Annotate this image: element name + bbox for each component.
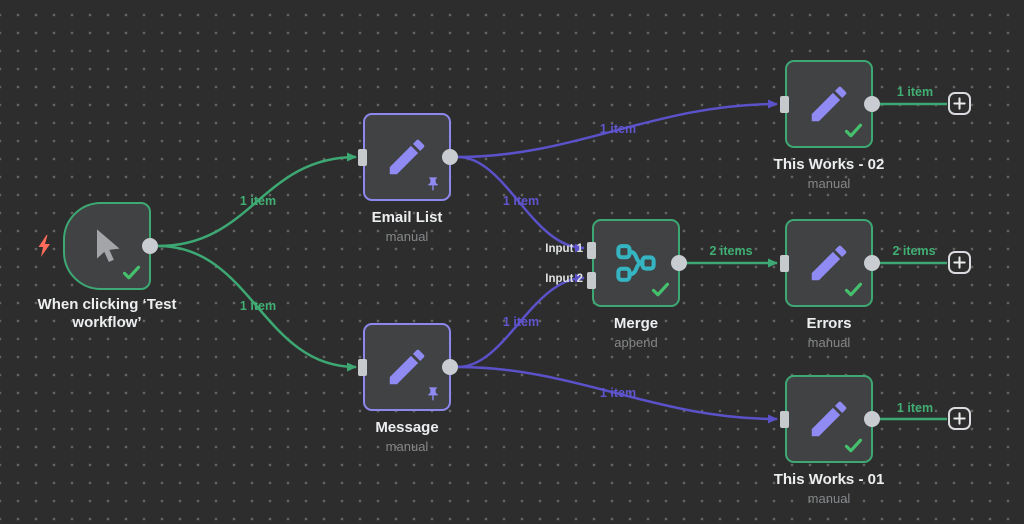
node-label: Merge: [613, 315, 659, 332]
pencil-icon: [389, 349, 425, 385]
node-label: When clicking ‘Test workflow’: [37, 296, 177, 331]
success-check-icon: [844, 438, 863, 453]
input-connector-2[interactable]: [587, 272, 596, 289]
success-check-icon: [651, 282, 670, 297]
plus-icon: [953, 412, 966, 425]
node-errors[interactable]: Errors manual: [780, 219, 880, 350]
node-label: Errors: [806, 315, 852, 332]
input-port-label-1: Input 1: [545, 243, 583, 255]
add-node-button[interactable]: [948, 251, 971, 274]
pencil-icon: [811, 245, 847, 281]
output-connector[interactable]: [671, 255, 687, 271]
success-check-icon: [122, 265, 141, 280]
add-node-button[interactable]: [948, 407, 971, 430]
output-connector[interactable]: [864, 255, 880, 271]
output-connector[interactable]: [864, 96, 880, 112]
input-connector[interactable]: [780, 254, 789, 272]
output-connector[interactable]: [142, 238, 158, 254]
node-label: This Works - 01: [773, 471, 885, 488]
node-sublabel: manual: [807, 335, 851, 350]
pin-icon: [428, 387, 438, 401]
node-sublabel: manual: [385, 439, 429, 454]
connection-trigger-to-email-list[interactable]: [157, 152, 357, 248]
connection-trigger-to-message[interactable]: [157, 244, 357, 372]
lightning-bolt-icon: [38, 235, 50, 257]
node-label: Message: [375, 419, 439, 436]
output-connector[interactable]: [864, 411, 880, 427]
node-this-works-01[interactable]: This Works - 01 manual: [774, 375, 884, 506]
node-label: This Works - 02: [773, 156, 885, 173]
connection-email-list-to-merge-input1[interactable]: [457, 155, 585, 253]
plus-icon: [953, 97, 966, 110]
cursor-icon: [97, 229, 120, 262]
node-sublabel: manual: [807, 176, 851, 191]
output-connector[interactable]: [442, 359, 458, 375]
merge-icon: [616, 244, 656, 282]
add-node-button[interactable]: [948, 92, 971, 115]
connection-email-list-to-this-works-02[interactable]: [457, 99, 778, 159]
success-check-icon: [844, 282, 863, 297]
pencil-icon: [811, 401, 847, 437]
node-sublabel: append: [614, 335, 658, 350]
node-message[interactable]: Message manual: [358, 323, 458, 454]
node-label: Email List: [371, 209, 443, 226]
pencil-icon: [811, 86, 847, 122]
pencil-icon: [389, 139, 425, 175]
node-this-works-02[interactable]: This Works - 02 manual: [774, 60, 884, 191]
success-check-icon: [844, 123, 863, 138]
node-sublabel: manual: [385, 229, 429, 244]
node-sublabel: manual: [807, 491, 851, 506]
connection-message-to-merge-input2[interactable]: [457, 273, 585, 369]
node-email-list[interactable]: Email List manual: [358, 113, 458, 244]
input-port-label-2: Input 2: [545, 273, 583, 285]
input-connector[interactable]: [780, 410, 789, 428]
node-merge[interactable]: Input 1 Input 2 Merge append: [545, 219, 687, 350]
input-connector[interactable]: [780, 95, 789, 113]
node-trigger[interactable]: When clicking ‘Test workflow’: [38, 202, 176, 331]
plus-icon: [953, 256, 966, 269]
output-connector[interactable]: [442, 149, 458, 165]
input-connector[interactable]: [358, 358, 367, 376]
pin-icon: [428, 177, 438, 191]
input-connector[interactable]: [358, 148, 367, 166]
input-connector-1[interactable]: [587, 242, 596, 259]
connection-message-to-this-works-01[interactable]: [457, 365, 778, 424]
